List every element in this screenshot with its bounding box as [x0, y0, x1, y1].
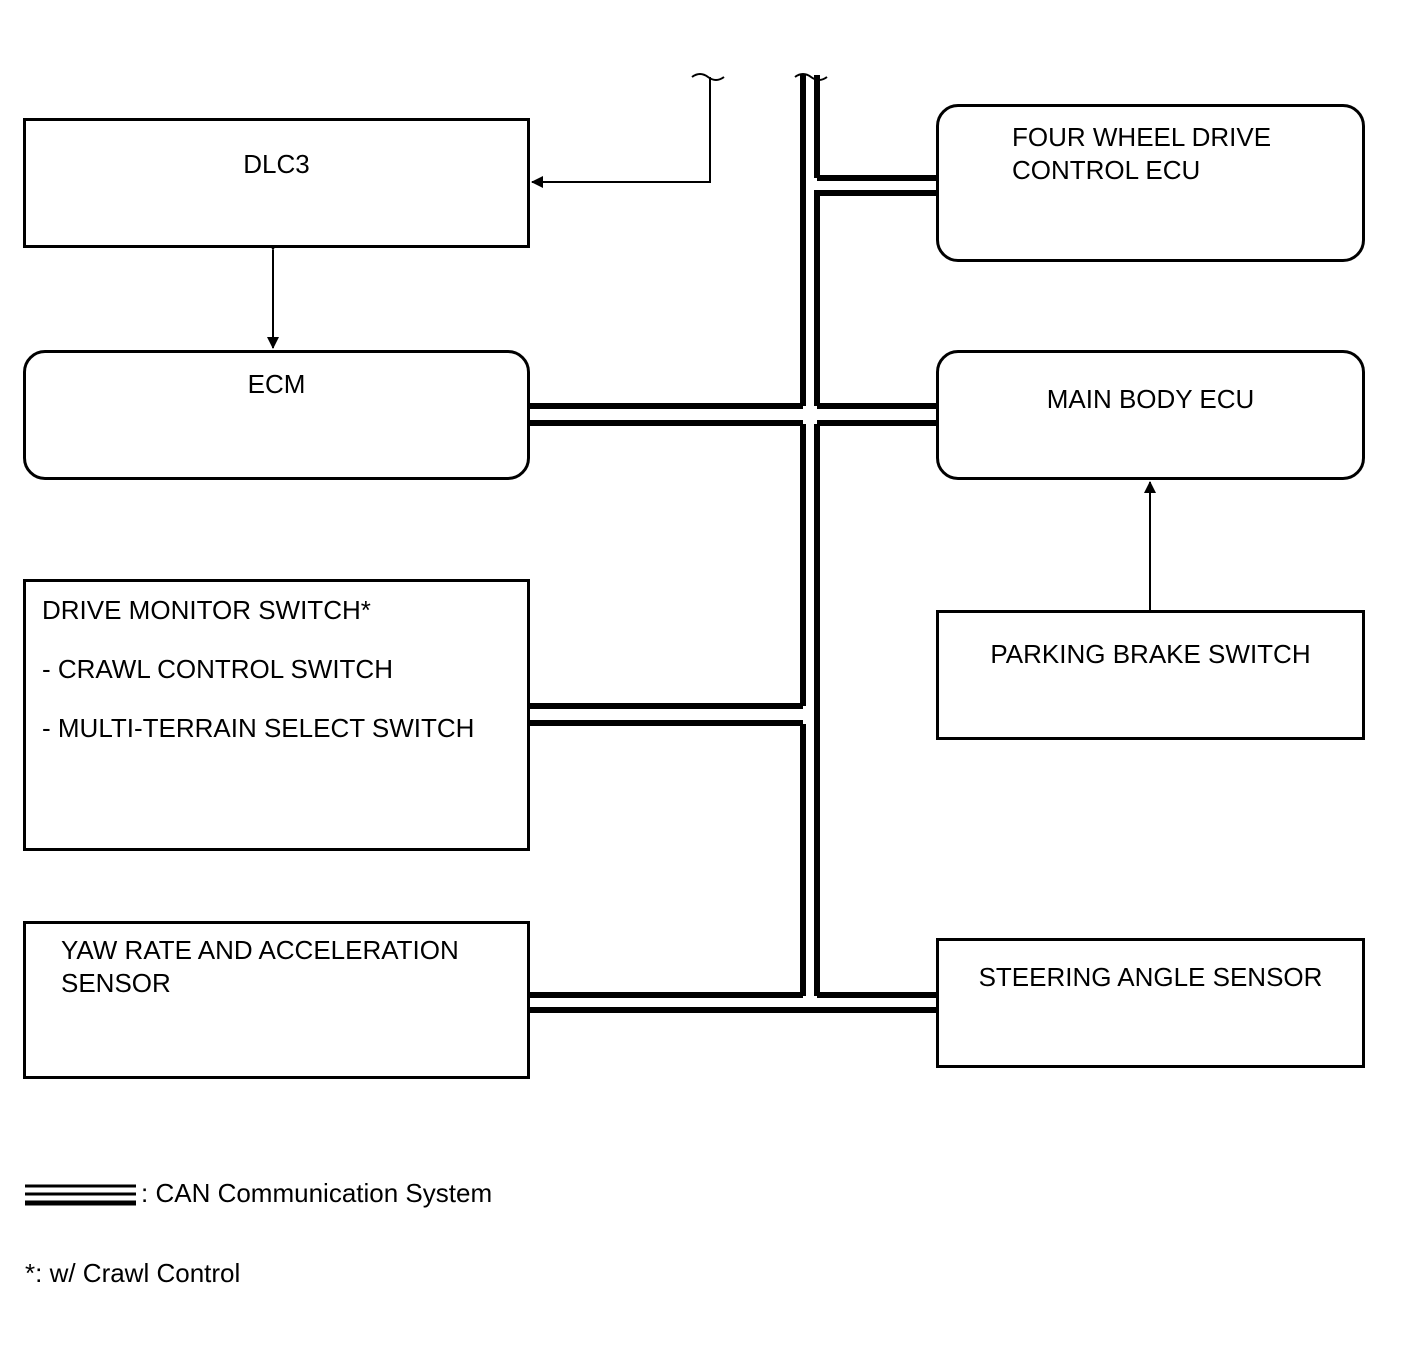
yaw-rate-sensor-box: YAW RATE AND ACCELERATION SENSOR	[23, 921, 530, 1079]
legend-can-label: : CAN Communication System	[141, 1178, 493, 1208]
dlc3-signal-wire	[531, 77, 711, 188]
parking-brake-switch-label: PARKING BRAKE SWITCH	[990, 639, 1311, 669]
dlc3-box: DLC3	[23, 118, 530, 248]
yaw-rate-label-line1: YAW RATE AND ACCELERATION	[61, 935, 459, 965]
steering-angle-sensor-label: STEERING ANGLE SENSOR	[978, 962, 1323, 992]
legend-can-symbol	[25, 1184, 136, 1206]
footnote-crawl-control: *: w/ Crawl Control	[25, 1258, 241, 1288]
four-wheel-label-line1: FOUR WHEEL DRIVE	[1012, 122, 1272, 152]
can-branch-yaw-steering	[528, 992, 940, 1013]
main-body-ecu-label: MAIN BODY ECU	[1046, 384, 1255, 414]
ecm-box: ECM	[23, 350, 530, 480]
parking-brake-switch-box: PARKING BRAKE SWITCH	[936, 610, 1365, 740]
drive-monitor-switch-box: DRIVE MONITOR SWITCH* - CRAWL CONTROL SW…	[23, 579, 530, 851]
yaw-rate-label-line2: SENSOR	[61, 968, 171, 998]
multi-terrain-select-switch-item: - MULTI-TERRAIN SELECT SWITCH	[42, 713, 475, 743]
break-mark-right	[794, 73, 828, 81]
can-branch-four-wheel	[817, 175, 940, 196]
can-branch-drive-monitor	[528, 703, 803, 726]
main-body-ecu-box: MAIN BODY ECU	[936, 350, 1365, 480]
ecm-label: ECM	[247, 369, 306, 399]
four-wheel-label-line2: CONTROL ECU	[1012, 155, 1201, 185]
crawl-control-switch-item: - CRAWL CONTROL SWITCH	[42, 654, 393, 684]
can-bus-trunk	[800, 75, 820, 1010]
dlc3-label: DLC3	[243, 149, 310, 179]
four-wheel-drive-ecu-box: FOUR WHEEL DRIVE CONTROL ECU	[936, 104, 1365, 262]
break-mark-left	[691, 73, 725, 81]
steering-angle-sensor-box: STEERING ANGLE SENSOR	[936, 938, 1365, 1068]
can-branch-ecm-main-body	[528, 403, 940, 426]
drive-monitor-switch-title: DRIVE MONITOR SWITCH*	[42, 595, 371, 625]
